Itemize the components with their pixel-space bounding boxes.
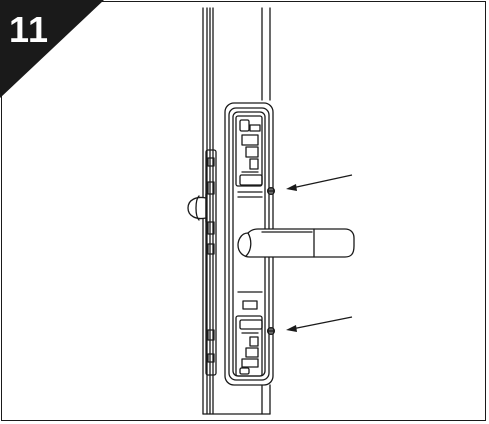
lever-handle — [237, 228, 355, 258]
lower-screw — [266, 326, 276, 336]
step-number: 11 — [9, 9, 50, 50]
thumb-turn-knob — [187, 193, 207, 223]
lower-arrow-icon — [286, 316, 353, 332]
upper-arrow-icon — [286, 174, 353, 191]
lower-mechanism — [235, 315, 263, 377]
step-badge: 11 — [0, 0, 110, 100]
status-indicator-window — [242, 300, 258, 310]
step-badge-shape — [0, 0, 104, 98]
upper-screw — [266, 186, 276, 196]
lock-faceplate — [205, 149, 217, 376]
upper-mechanism — [235, 115, 263, 187]
